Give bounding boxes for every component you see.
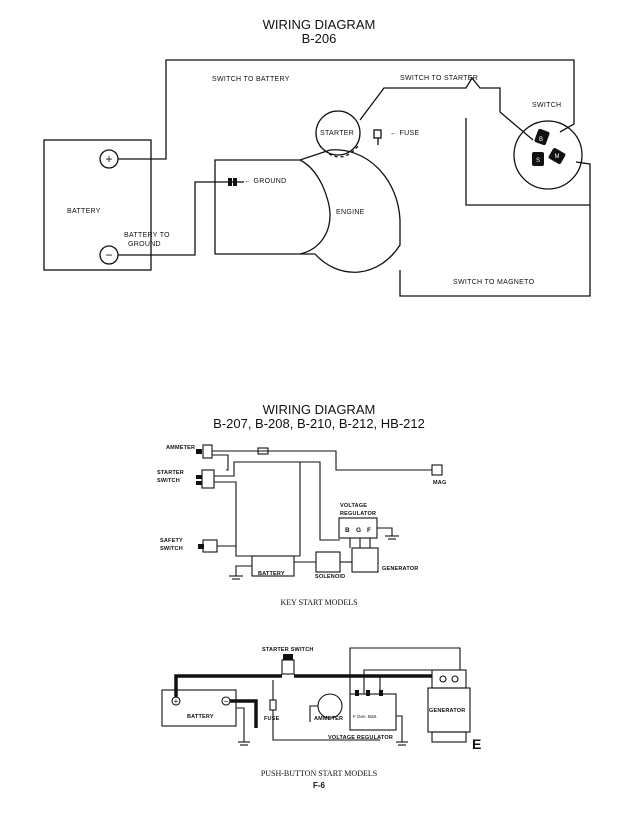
- page-number: F-6: [313, 781, 325, 790]
- d2-label-starter-switch-1: STARTER: [157, 470, 184, 476]
- d1-ground-lug: [228, 178, 232, 186]
- d1-ignition-switch: [513, 120, 583, 190]
- d1-label-switch-to-battery: SWITCH TO BATTERY: [212, 76, 290, 83]
- d3-corner-letter: E: [472, 736, 482, 752]
- d2-label-ammeter: AMMETER: [166, 445, 196, 451]
- d3-reg-terms: F Gen. Batt.: [353, 714, 377, 719]
- d1-label-battery: BATTERY: [67, 208, 101, 215]
- d1-label-switch-to-starter: SWITCH TO STARTER: [400, 75, 479, 82]
- d3-label-starter-switch: STARTER SWITCH: [262, 647, 314, 653]
- d1-label-switch: SWITCH: [532, 102, 562, 109]
- d2-reg-b: B: [345, 527, 350, 534]
- d2-label-solenoid: SOLENOID: [315, 574, 346, 580]
- diagram2-subtitle: B-207, B-208, B-210, B-212, HB-212: [213, 416, 425, 431]
- d3-heavy-wire-battery: [174, 674, 282, 697]
- d1-plus-symbol: +: [105, 152, 112, 166]
- d1-battery-box: [43, 139, 152, 271]
- d3-minus-symbol: −: [224, 697, 229, 706]
- d2-wire-switch-to-safety: [214, 481, 237, 548]
- d1-wire-battery-to-ground: [118, 181, 228, 256]
- d1-wire-switch-to-battery: [118, 59, 575, 160]
- d1-label-battery-to-ground-1: BATTERY TO: [124, 232, 170, 239]
- d2-label-voltage-regulator-1: VOLTAGE: [340, 503, 368, 509]
- d2-wire-ammeter-to-mag: [212, 450, 432, 471]
- d1-label-ground: ← GROUND: [244, 178, 287, 185]
- d2-label-battery: BATTERY: [258, 571, 285, 577]
- d2-label-starter-switch-2: SWITCH: [157, 478, 180, 484]
- d1-wire-switch-to-starter: [359, 76, 534, 141]
- d3-starter-switch: [281, 659, 295, 675]
- d2-label-mag: MAG: [433, 480, 447, 486]
- d2-caption: KEY START MODELS: [280, 598, 358, 607]
- d3-label-voltage-regulator: VOLTAGE REGULATOR: [328, 735, 394, 741]
- d1-label-battery-to-ground-2: GROUND: [128, 241, 161, 248]
- d2-reg-f: F: [367, 527, 371, 534]
- d2-label-safety-switch-2: SWITCH: [160, 546, 183, 552]
- d1-switch-terminal-s: [532, 152, 544, 166]
- d3-label-battery: BATTERY: [187, 714, 214, 720]
- d1-label-switch-to-magneto: SWITCH TO MAGNETO: [453, 279, 535, 286]
- d2-fuse: [257, 447, 269, 455]
- d1-switch-m-letter: M: [555, 154, 560, 160]
- d3-battery: [161, 689, 237, 727]
- d3-fuse: [269, 699, 277, 711]
- d1-engine-flywheel: [299, 159, 331, 255]
- d3-heavy-wire-negative: [230, 699, 258, 728]
- d1-engine-outline: [214, 149, 401, 273]
- d3-ammeter: [317, 693, 343, 719]
- diagram1-title: WIRING DIAGRAM: [262, 17, 376, 32]
- d3-caption: PUSH-BUTTON START MODELS: [260, 769, 378, 778]
- d2-wire-switch-to-regulator: [214, 461, 340, 541]
- d2-generator: [351, 547, 379, 573]
- d1-switch-s-letter: S: [536, 158, 540, 164]
- d2-label-voltage-regulator-2: REGULATOR: [340, 511, 377, 517]
- d3-plus-symbol: +: [174, 697, 179, 706]
- d1-wire-switch-to-magneto: [399, 205, 591, 297]
- d1-label-fuse-text: FUSE: [399, 130, 420, 137]
- d3-label-ammeter: AMMETER: [314, 716, 344, 722]
- d2-mag-terminal: [431, 464, 443, 476]
- d3-label-generator: GENERATOR: [429, 708, 466, 714]
- d2-label-safety-switch-1: SAFETY: [160, 538, 183, 544]
- diagram1-subtitle: B-206: [301, 31, 337, 46]
- d1-label-starter: STARTER: [320, 130, 355, 137]
- d1-label-ground-text: GROUND: [253, 178, 287, 185]
- d2-label-generator: GENERATOR: [382, 566, 419, 572]
- d3-label-fuse: FUSE: [264, 716, 280, 722]
- d3-voltage-regulator: [349, 693, 397, 731]
- d2-reg-g: G: [356, 527, 361, 534]
- d1-label-fuse: ← FUSE: [390, 130, 420, 137]
- d1-minus-symbol: −: [105, 248, 112, 262]
- d1-switch-b-letter: B: [539, 137, 543, 143]
- diagram2-title: WIRING DIAGRAM: [262, 402, 376, 417]
- d1-label-engine: ENGINE: [336, 209, 365, 216]
- d1-switch-terminal-b: [534, 128, 550, 146]
- d1-switch-terminal-m: [548, 148, 566, 164]
- d1-starter-motor: [315, 110, 361, 156]
